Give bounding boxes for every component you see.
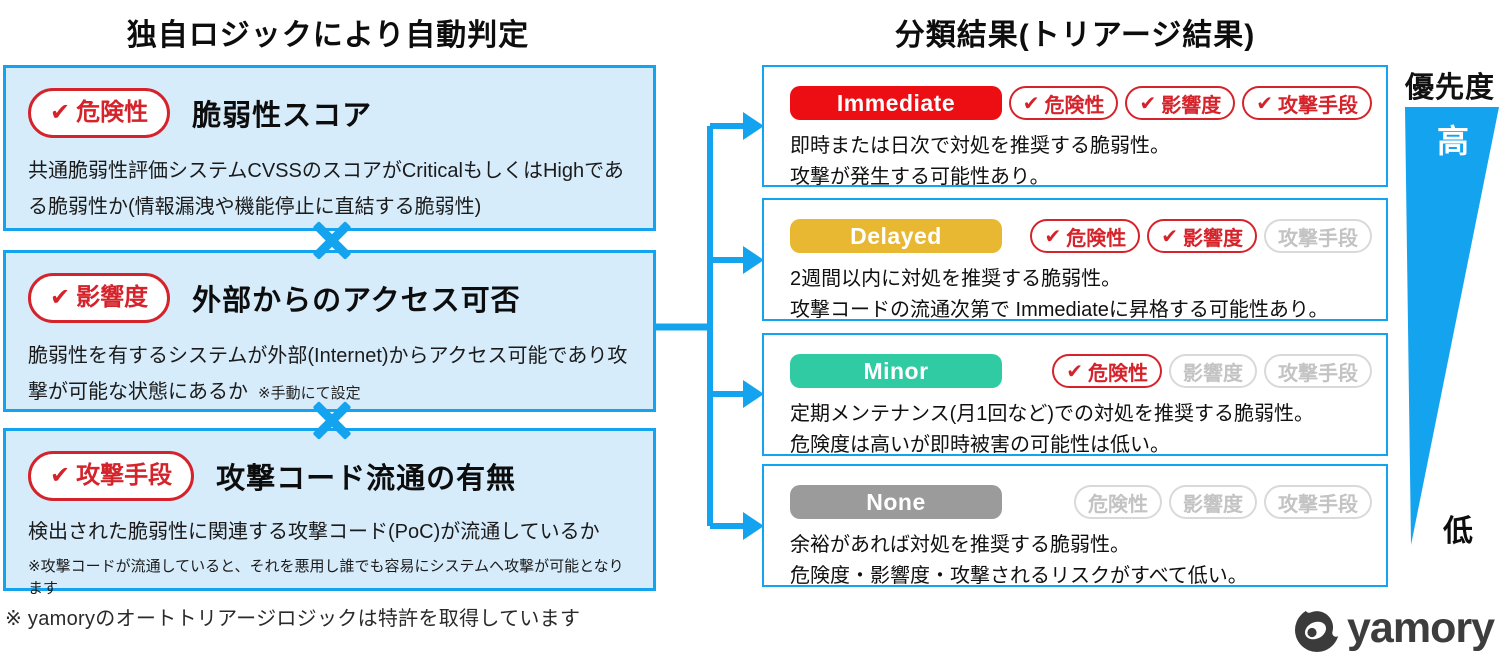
factor-badge-attack: 攻撃手段 <box>1264 219 1372 253</box>
check-icon: ✔ <box>50 462 71 489</box>
triage-description-line: 攻撃コードの流通次第で Immediateに昇格する可能性あり。 <box>790 299 1329 321</box>
triage-description-line: 定期メンテナンス(月1回など)での対処を推奨する脆弱性。 <box>790 403 1315 425</box>
factor-badge-danger: ✔危険性 <box>1052 354 1162 388</box>
triage-description-line: 危険度は高いが即時被害の可能性は低い。 <box>790 434 1170 456</box>
yamory-logo: yamory <box>1293 603 1495 654</box>
criteria-box-header: ✔ 危険性 脆弱性スコア <box>28 88 629 138</box>
criteria-box-impact: ✔ 影響度 外部からのアクセス可否 脆弱性を有するシステムが外部(Interne… <box>3 250 656 412</box>
triage-box-immediate: Immediate ✔危険性 ✔影響度 ✔攻撃手段 即時または日次で対処を推奨す… <box>762 65 1388 188</box>
factor-badge-label: 影響度 <box>1183 493 1243 516</box>
factor-badge-impact: 影響度 <box>1169 354 1257 388</box>
logo-mark-icon <box>1295 606 1341 652</box>
connector-lines <box>654 112 764 540</box>
arrow-right-icon <box>743 512 764 540</box>
factor-badge-label: 攻撃手段 <box>1278 227 1358 250</box>
triage-box-header: Minor ✔危険性 影響度 攻撃手段 <box>790 354 1372 388</box>
factor-badge-label: 攻撃手段 <box>1278 493 1358 516</box>
factor-badge-label: 攻撃手段 <box>1278 94 1358 117</box>
level-pill-minor: Minor <box>790 354 1002 388</box>
impact-badge-label: 影響度 <box>76 284 149 311</box>
priority-high-label: 高 <box>1436 123 1469 159</box>
triage-description: 即時または日次で対処を推奨する脆弱性。 攻撃が発生する可能性あり。 <box>790 131 1372 193</box>
criteria-body: 脆弱性を有するシステムが外部(Internet)からアクセス可能であり攻撃が可能… <box>28 338 629 410</box>
factor-badge-attack: 攻撃手段 <box>1264 485 1372 519</box>
logo-wordmark: yamory <box>1347 603 1495 652</box>
poc-warning-note: ※攻撃コードが流通していると、それを悪用し誰でも容易にシステムへ攻撃が可能となり… <box>28 557 624 598</box>
triage-description-line: 2週間以内に対処を推奨する脆弱性。 <box>790 268 1122 290</box>
criteria-body: 検出された脆弱性に関連する攻撃コード(PoC)が流通しているか <box>28 520 600 543</box>
factor-badge-attack: ✔攻撃手段 <box>1242 86 1372 120</box>
triage-box-header: Delayed ✔危険性 ✔影響度 攻撃手段 <box>790 219 1372 253</box>
arrow-right-icon <box>743 380 764 408</box>
multiply-icon <box>308 396 356 444</box>
danger-badge-label: 危険性 <box>76 99 149 126</box>
criteria-body: 共通脆弱性評価システムCVSSのスコアがCriticalもしくはHighである脆… <box>28 159 624 218</box>
priority-title: 優先度 <box>1404 72 1495 104</box>
check-icon: ✔ <box>1022 92 1040 115</box>
priority-triangle-icon <box>1405 107 1499 545</box>
factor-badge-label: 攻撃手段 <box>1278 362 1358 385</box>
impact-badge: ✔ 影響度 <box>28 273 171 323</box>
triage-box-header: Immediate ✔危険性 ✔影響度 ✔攻撃手段 <box>790 86 1372 120</box>
factor-badge-impact: ✔影響度 <box>1125 86 1236 120</box>
criteria-box-header: ✔ 影響度 外部からのアクセス可否 <box>28 273 629 323</box>
factor-badge-label: 影響度 <box>1183 227 1243 250</box>
check-icon: ✔ <box>1044 225 1062 248</box>
factor-badge-impact: ✔影響度 <box>1147 219 1257 253</box>
level-pill-immediate: Immediate <box>790 86 1002 120</box>
triage-description: 余裕があれば対処を推奨する脆弱性。 危険度・影響度・攻撃されるリスクがすべて低い… <box>790 530 1372 592</box>
check-icon: ✔ <box>50 99 71 126</box>
triage-result-title: 分類結果(トリアージ結果) <box>894 19 1256 52</box>
level-pill-delayed: Delayed <box>790 219 1002 253</box>
arrow-right-icon <box>743 246 764 274</box>
patent-footnote: ※ yamoryのオートトリアージロジックは特許を取得しています <box>5 608 581 630</box>
check-icon: ✔ <box>1256 92 1273 115</box>
factor-badges: ✔危険性 ✔影響度 攻撃手段 <box>1030 219 1372 253</box>
criteria-box-danger: ✔ 危険性 脆弱性スコア 共通脆弱性評価システムCVSSのスコアがCritica… <box>3 65 656 231</box>
triage-box-header: None 危険性 影響度 攻撃手段 <box>790 485 1372 519</box>
factor-badge-attack: 攻撃手段 <box>1264 354 1372 388</box>
check-icon: ✔ <box>1066 360 1083 383</box>
attack-badge-label: 攻撃手段 <box>76 462 173 489</box>
factor-badge-danger: ✔危険性 <box>1008 86 1119 120</box>
check-icon: ✔ <box>50 284 71 311</box>
criteria-heading: 脆弱性スコア <box>192 99 373 132</box>
check-icon: ✔ <box>1139 92 1157 115</box>
triage-description: 2週間以内に対処を推奨する脆弱性。 攻撃コードの流通次第で Immediateに… <box>790 264 1372 326</box>
factor-badges: ✔危険性 影響度 攻撃手段 <box>1052 354 1372 388</box>
triage-description-line: 危険度・影響度・攻撃されるリスクがすべて低い。 <box>790 565 1248 587</box>
factor-badge-label: 影響度 <box>1161 94 1222 117</box>
factor-badges: 危険性 影響度 攻撃手段 <box>1074 485 1372 519</box>
criteria-heading: 攻撃コード流通の有無 <box>216 462 517 495</box>
triage-description-line: 攻撃が発生する可能性あり。 <box>790 166 1050 188</box>
criteria-heading: 外部からのアクセス可否 <box>192 284 521 317</box>
criteria-box-attack: ✔ 攻撃手段 攻撃コード流通の有無 検出された脆弱性に関連する攻撃コード(PoC… <box>3 428 656 597</box>
manual-setting-note: ※手動にて設定 <box>258 384 361 402</box>
factor-badge-label: 危険性 <box>1088 493 1148 516</box>
multiply-icon <box>308 216 356 264</box>
factor-badge-impact: 影響度 <box>1169 485 1257 519</box>
criteria-box-header: ✔ 攻撃手段 攻撃コード流通の有無 <box>28 451 629 501</box>
priority-low-label: 低 <box>1443 515 1473 548</box>
factor-badge-danger: ✔危険性 <box>1030 219 1141 253</box>
factor-badges: ✔危険性 ✔影響度 ✔攻撃手段 <box>1008 86 1372 120</box>
auto-judge-title: 独自ロジックにより自動判定 <box>126 19 530 52</box>
triage-box-none: None 危険性 影響度 攻撃手段 余裕があれば対処を推奨する脆弱性。 危険度・… <box>762 464 1388 587</box>
triage-box-delayed: Delayed ✔危険性 ✔影響度 攻撃手段 2週間以内に対処を推奨する脆弱性。… <box>762 198 1388 321</box>
level-pill-none: None <box>790 485 1002 519</box>
factor-badge-danger: 危険性 <box>1074 485 1162 519</box>
criteria-body-text: 脆弱性を有するシステムが外部(Internet)からアクセス可能であり攻撃が可能… <box>28 344 628 403</box>
triage-description-line: 余裕があれば対処を推奨する脆弱性。 <box>790 534 1130 556</box>
danger-badge: ✔ 危険性 <box>28 88 171 138</box>
triage-description-line: 即時または日次で対処を推奨する脆弱性。 <box>790 135 1170 157</box>
factor-badge-label: 危険性 <box>1088 362 1148 385</box>
factor-badge-label: 危険性 <box>1066 227 1127 250</box>
triage-box-minor: Minor ✔危険性 影響度 攻撃手段 定期メンテナンス(月1回など)での対処を… <box>762 333 1388 456</box>
arrow-right-icon <box>743 112 764 140</box>
check-icon: ✔ <box>1161 225 1178 248</box>
factor-badge-label: 危険性 <box>1044 94 1105 117</box>
factor-badge-label: 影響度 <box>1183 362 1243 385</box>
triage-description: 定期メンテナンス(月1回など)での対処を推奨する脆弱性。 危険度は高いが即時被害… <box>790 399 1372 461</box>
attack-badge: ✔ 攻撃手段 <box>28 451 195 501</box>
